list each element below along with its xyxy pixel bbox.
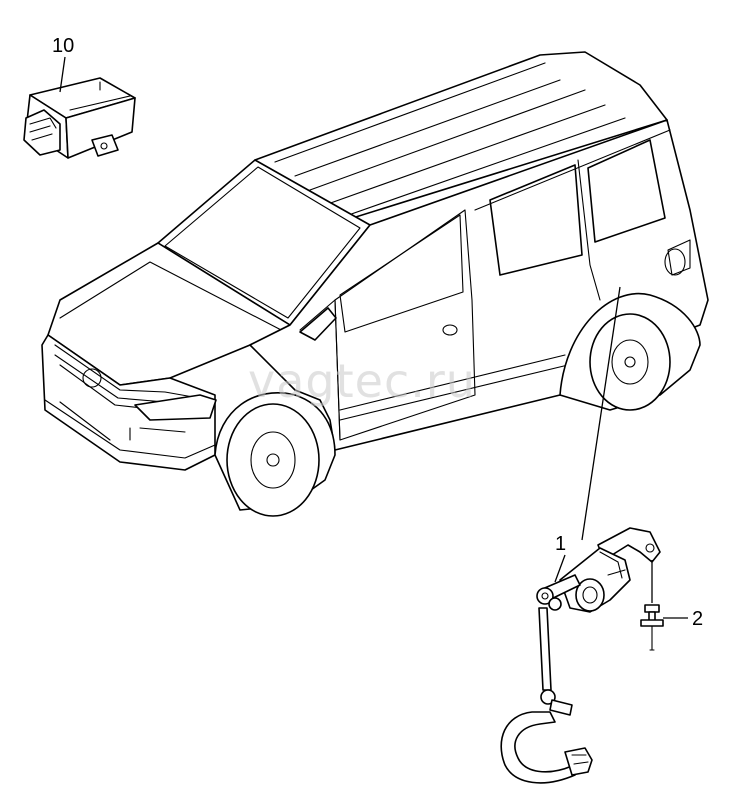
callout-10: 10: [52, 35, 74, 57]
leader-1-vehicle: [581, 286, 621, 541]
rivet-drawing: [640, 560, 664, 651]
leader-1-sensor: [554, 554, 566, 583]
van-drawing: [41, 51, 709, 517]
callout-1: 1: [555, 533, 566, 555]
level-sensor-drawing: [500, 527, 661, 784]
callout-2: 2: [692, 608, 703, 630]
control-unit-drawing: [23, 77, 136, 159]
leader-10: [59, 56, 66, 93]
watermark-text: vagtec.ru: [248, 354, 476, 408]
leader-lines: [59, 56, 688, 619]
